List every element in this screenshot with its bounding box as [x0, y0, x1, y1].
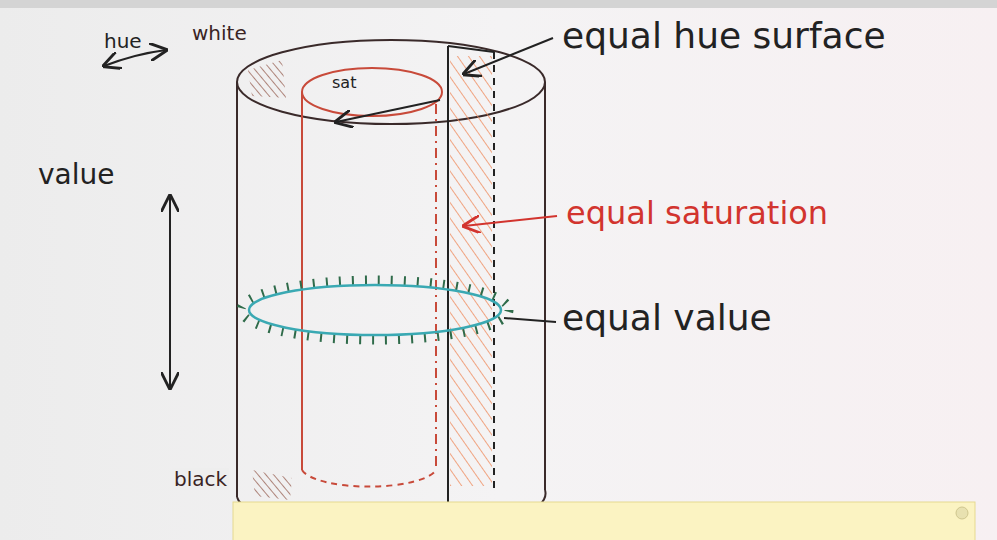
- annotation: equal hue surface: [562, 16, 886, 56]
- close-icon: [956, 507, 968, 519]
- leader-line: [464, 216, 557, 226]
- axis-label: hue: [104, 30, 142, 52]
- equal-value-ring: [249, 285, 501, 335]
- annotation: equal value: [562, 298, 772, 338]
- subtitle-box: [233, 502, 975, 540]
- leader-line: [504, 318, 556, 322]
- black-region-hatch: [252, 470, 292, 500]
- outer-cylinder: [237, 40, 546, 536]
- pole-label: black: [172, 468, 229, 490]
- annotation: equal saturation: [566, 196, 828, 231]
- axis-label: value: [38, 160, 114, 191]
- equal-hue-plane-hatch: [450, 56, 492, 486]
- white-region-hatch: [248, 60, 286, 98]
- board-edge: [0, 0, 997, 8]
- value-arrow: [169, 196, 171, 388]
- equal-saturation-cylinder: [302, 68, 442, 487]
- axis-label: sat: [332, 74, 356, 92]
- equal-hue-plane: [448, 46, 494, 528]
- leader-line: [464, 38, 553, 74]
- saturation-arrow: [336, 100, 440, 122]
- pole-label: white: [192, 22, 247, 44]
- hue-arrow: [104, 50, 166, 66]
- equal-value-ticks: [241, 280, 509, 340]
